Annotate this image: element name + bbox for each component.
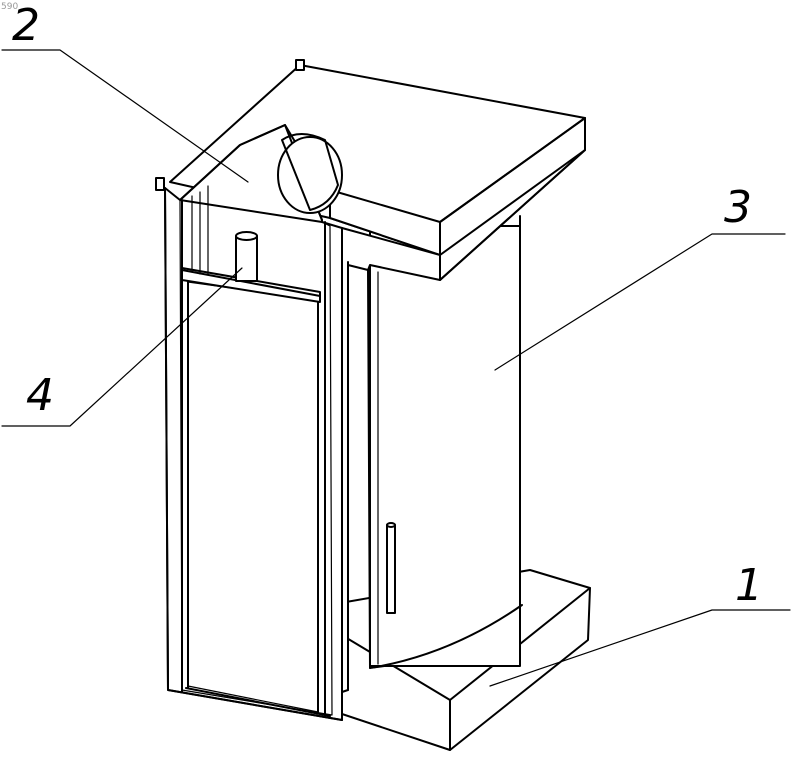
label-3: 3 — [724, 182, 752, 233]
post — [236, 232, 257, 281]
rod — [387, 523, 395, 613]
label-1: 1 — [735, 560, 763, 611]
label-4: 4 — [26, 370, 54, 421]
label-2: 2 — [12, 0, 40, 51]
